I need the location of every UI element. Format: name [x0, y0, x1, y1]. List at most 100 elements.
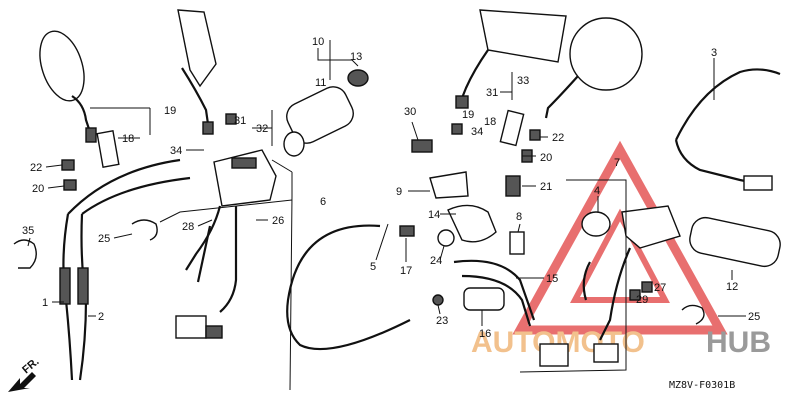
callout-23: 23: [436, 315, 448, 327]
callout-19-right: 19: [462, 109, 474, 121]
callout-3: 3: [711, 47, 717, 59]
throttle-pipe-end: [283, 131, 305, 157]
left-switch-wire-c: [196, 225, 212, 283]
callout-8: 8: [516, 211, 522, 223]
left-round-mirror-head: [39, 30, 85, 102]
leader-28: [197, 219, 213, 227]
right-switch-connector-2: [593, 343, 619, 363]
callout-2: 2: [98, 311, 104, 323]
nut-31-right: [455, 95, 469, 109]
pivot-24: [437, 229, 455, 247]
callouts: 1 2 3 4 5 6 7 8 9 10 11 12 13 14 15 16 1…: [22, 36, 760, 340]
throttle-cables: [59, 158, 191, 381]
right-square-mirror-head: [479, 9, 567, 63]
front-arrow-icon: [8, 372, 36, 392]
right-switch-housing: [621, 205, 681, 249]
bracket-6: [289, 172, 293, 391]
throttle-cable-2-upper: [81, 176, 191, 215]
right-square-mirror-stem: [460, 49, 489, 99]
callout-24: 24: [430, 255, 442, 267]
cable-2-boot: [77, 267, 89, 305]
right-round-mirror: [544, 17, 643, 119]
leader-24: [439, 245, 445, 261]
callout-11: 11: [315, 77, 326, 89]
watermark-word-hub: HUB: [706, 326, 771, 359]
cable-clamp-35: [13, 239, 37, 269]
callout-20-left: 20: [32, 183, 44, 195]
leader-8: [517, 223, 521, 233]
callout-7: 7: [614, 157, 620, 169]
callout-9: 9: [396, 186, 402, 198]
screw-17: [399, 225, 415, 237]
left-mirror: [39, 30, 97, 143]
callout-22-right: 22: [552, 132, 564, 144]
callout-10: 10: [312, 36, 324, 48]
left-switch-button: [231, 157, 257, 169]
callout-32: 32: [256, 123, 268, 135]
clutch-lever-15-b: [461, 274, 532, 327]
nut-22-left: [61, 159, 75, 171]
left-switch-housing: [213, 149, 277, 207]
left-square-mirror: [177, 9, 217, 135]
right-round-mirror-stem: [544, 75, 579, 119]
cable-clamp-25-left: [131, 219, 158, 241]
left-switch-connector: [175, 315, 207, 339]
bracket-6-top: [271, 159, 293, 173]
throttle-grip-assembly: [283, 69, 369, 157]
holder-9: [429, 171, 469, 199]
leader-23: [437, 304, 441, 315]
callout-22-left: 22: [30, 162, 42, 174]
callout-13: 13: [350, 51, 362, 63]
callout-31-left: 31: [234, 115, 246, 127]
throttle-grip: [286, 86, 354, 144]
callout-1: 1: [42, 297, 48, 309]
choke-cable-3: [675, 68, 781, 141]
callout-30: 30: [404, 106, 416, 118]
nut-23: [432, 294, 444, 306]
right-square-mirror: [455, 9, 567, 109]
nut-22-right: [529, 129, 541, 141]
screw-27: [641, 281, 653, 293]
bracket-7: [519, 179, 627, 373]
switch-16: [463, 287, 505, 311]
right-round-mirror-head: [569, 17, 643, 91]
washer-4: [581, 211, 611, 237]
callout-18-right: 18: [484, 116, 496, 128]
front-direction-arrow: FR.: [8, 356, 42, 392]
switch-8: [509, 231, 525, 255]
callout-25-left: 25: [98, 233, 110, 245]
leader-5: [375, 223, 389, 261]
callout-21: 21: [540, 181, 552, 193]
callout-25-right: 25: [748, 311, 760, 323]
leader-lines: [27, 40, 746, 326]
screw-29: [629, 289, 641, 301]
callout-18-left: 18: [122, 133, 134, 145]
callout-27: 27: [654, 282, 666, 294]
callout-4: 4: [594, 185, 600, 197]
front-direction-label: FR.: [20, 356, 41, 377]
leader-20-left: [47, 185, 65, 189]
callout-14: 14: [428, 209, 440, 221]
callout-12: 12: [726, 281, 738, 293]
right-handlebar-switch: [539, 205, 681, 367]
left-mirror-bolt: [85, 127, 97, 143]
callout-26: 26: [272, 215, 284, 227]
clutch-cable-5: [286, 224, 411, 351]
left-square-mirror-head: [177, 9, 217, 88]
mirror-cover-18-right: [499, 109, 525, 147]
right-switch-wire-b: [582, 261, 591, 301]
left-handlebar-switch: [175, 149, 277, 339]
leader-10: [317, 48, 359, 67]
callout-20-right: 20: [540, 152, 552, 164]
callout-34-right: 34: [471, 126, 483, 138]
mirror-cover-18-left: [96, 130, 120, 168]
nut-34-right: [451, 123, 463, 135]
clutch-lever-bracket-14: [447, 204, 497, 243]
choke-cable-3-lower: [674, 139, 771, 188]
callout-6: 6: [320, 196, 326, 208]
left-mirror-stem: [71, 95, 92, 133]
cable-1-boot: [59, 267, 71, 305]
callout-15: 15: [546, 273, 558, 285]
nut-31-left: [225, 113, 237, 125]
throttle-cable-1-upper: [67, 158, 181, 215]
